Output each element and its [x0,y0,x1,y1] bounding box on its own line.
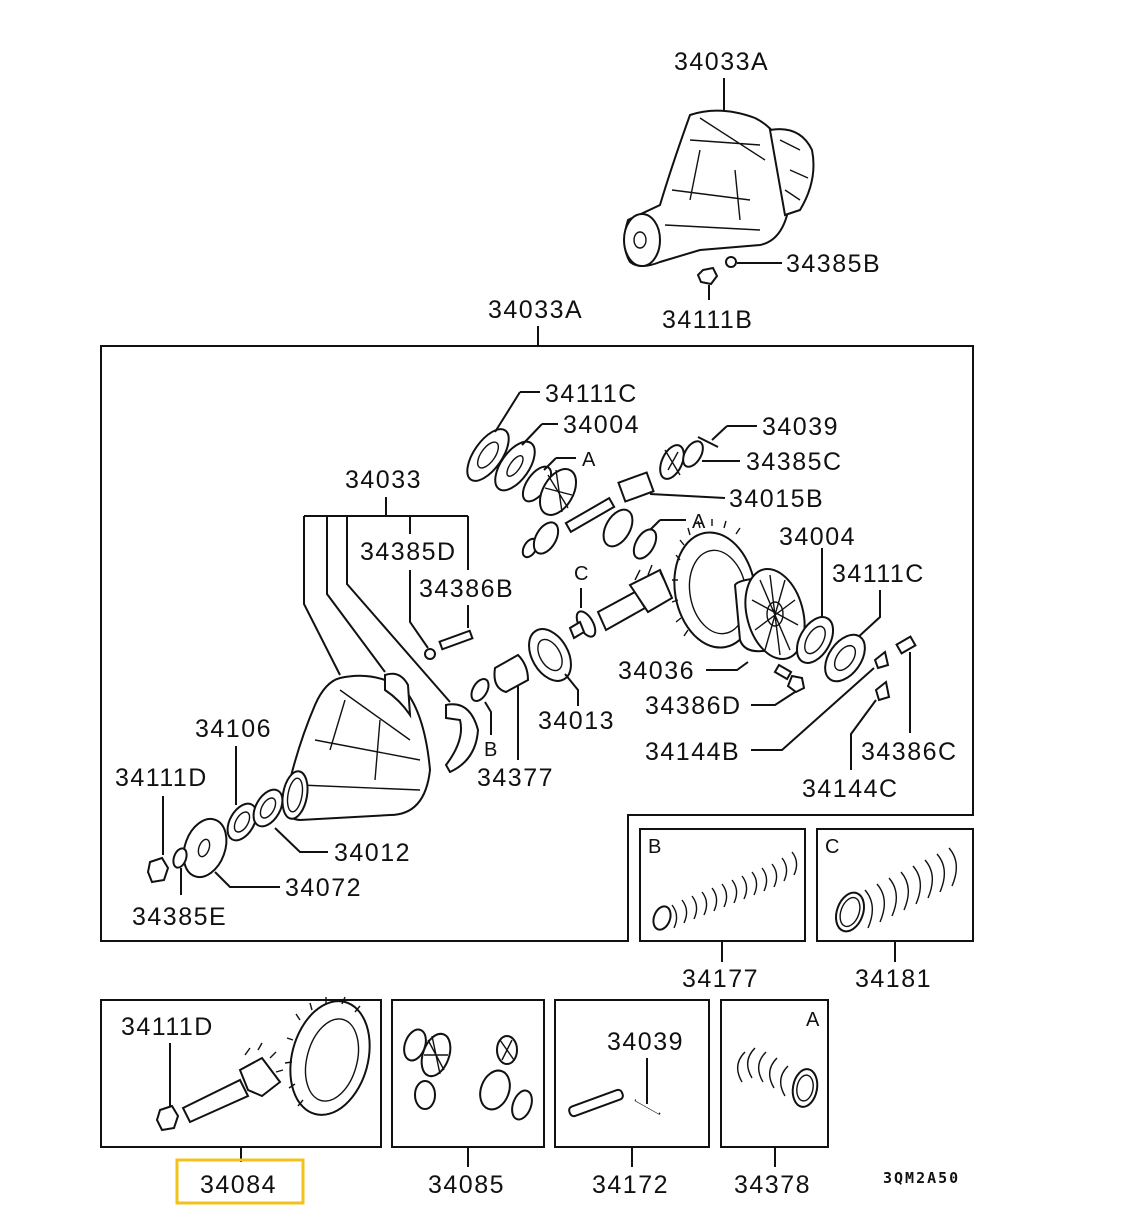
leader-line [214,871,280,888]
part-label-34177[interactable]: 34177 [682,965,759,993]
leader-line [649,493,726,499]
shim-box-b-tag: B [648,836,661,858]
leader-line [751,691,796,706]
part-label-34036[interactable]: 34036 [618,657,695,685]
nut-34111b [696,266,719,286]
part-label-34144b[interactable]: 34144B [645,738,740,766]
leader-line [751,667,875,751]
part-label-34111b[interactable]: 34111B [662,306,753,334]
part-label-34004-lower[interactable]: 34004 [779,523,856,551]
part-label-34085[interactable]: 34085 [428,1171,505,1199]
bolt-34386b [438,629,474,651]
part-label-34033a-top[interactable]: 34033A [674,48,769,76]
part-label-34111c-lower[interactable]: 34111C [832,560,925,588]
leader-line [711,425,728,441]
ref-label-c[interactable]: C [574,563,588,585]
part-label-34181[interactable]: 34181 [855,965,932,993]
spacer-34377 [493,653,530,694]
ref-label-a-upper[interactable]: A [582,449,596,471]
pinion-gear [628,568,674,614]
part-label-34033a-main[interactable]: 34033A [488,296,583,324]
part-label-34385b[interactable]: 34385B [786,250,881,278]
pinion-shaft-and-pin-illustration [568,1088,661,1118]
part-label-34385c[interactable]: 34385C [746,448,843,476]
washer-34385e [172,847,188,869]
leader-lines-34033 [303,515,469,703]
selected-part-highlight [175,1158,305,1205]
nut-34111d [146,856,170,884]
part-label-34013[interactable]: 34013 [538,707,615,735]
part-label-34111c-upper[interactable]: 34111C [545,380,638,408]
lock-34144c [874,680,891,702]
part-label-34072[interactable]: 34072 [285,874,362,902]
shim-ring-b [470,678,490,702]
washer-34385b [725,256,737,268]
part-label-34106[interactable]: 34106 [195,715,272,743]
differential-housing-illustration [623,109,815,267]
shim-stack-b-illustration [652,851,798,931]
part-label-34111d-main[interactable]: 34111D [115,764,208,792]
kit-box-34084-inner-label[interactable]: 34111D [121,1013,214,1041]
part-label-34039-upper[interactable]: 34039 [762,413,839,441]
carrier-housing-illustration [281,672,480,822]
kit-box-34378-tag: A [806,1009,820,1031]
kit-box-34172-inner-label[interactable]: 34039 [607,1028,684,1056]
drawing-code: 3QM2A50 [883,1169,960,1187]
leader-line [494,391,521,433]
kit-box-34172 [554,999,710,1148]
part-label-34004-upper[interactable]: 34004 [563,411,640,439]
shim-stack-c-illustration [834,847,957,933]
side-gear-set-illustration [403,1028,533,1121]
part-label-34144c[interactable]: 34144C [802,775,899,803]
leader-line [564,673,579,706]
ref-label-b[interactable]: B [484,739,497,761]
differential-gear-cluster [466,428,719,560]
part-label-34377[interactable]: 34377 [477,764,554,792]
shim-box-c-tag: C [825,836,839,858]
leader-line [850,699,877,770]
bolt-34386c [895,635,917,655]
leader-line [543,457,557,471]
ring-and-pinion-illustration [155,996,371,1132]
kit-box-34085 [391,999,545,1148]
ring-gear-and-case [671,519,806,661]
flange-34072 [182,817,228,879]
part-label-34378[interactable]: 34378 [734,1171,811,1199]
part-label-34385e[interactable]: 34385E [132,903,227,931]
part-label-34172[interactable]: 34172 [592,1171,669,1199]
oil-seal-34106 [226,802,258,842]
bolt-34386d [773,663,793,681]
main-assembly-box [100,345,974,942]
leader-line [521,423,543,446]
leader-line [649,519,661,531]
part-label-34385d[interactable]: 34385D [360,538,457,566]
bearing-34012 [252,788,284,828]
part-label-34386d[interactable]: 34386D [645,692,742,720]
part-label-34386b[interactable]: 34386B [419,575,514,603]
thrust-washer-stack-illustration [737,1047,819,1108]
lock-34144b [873,650,890,670]
leader-line [409,570,429,649]
bearing-race-34111c [824,633,866,683]
leader-line [274,827,328,853]
part-label-34015b[interactable]: 34015B [729,485,824,513]
top-assembly: 34033A 34385B 34111B [623,48,881,334]
part-label-34386c[interactable]: 34386C [861,738,958,766]
part-label-34033[interactable]: 34033 [345,466,422,494]
leader-line [854,590,881,641]
leader-line [484,701,492,735]
part-label-34084[interactable]: 34084 [200,1171,277,1199]
washer-34385d [424,648,436,660]
leader-line [706,661,749,671]
bolt-head-34386d [786,674,806,694]
part-label-34012[interactable]: 34012 [334,839,411,867]
